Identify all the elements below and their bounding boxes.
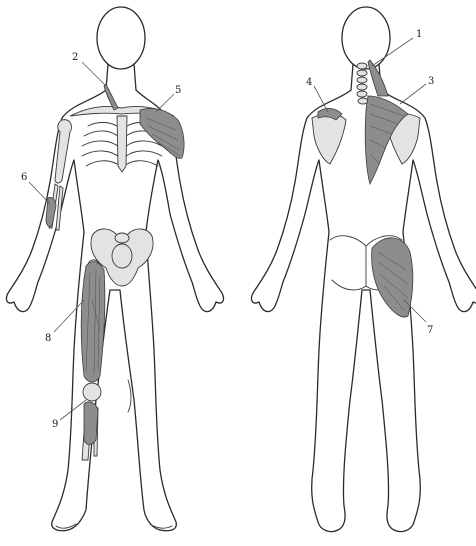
leader-4: [314, 86, 328, 112]
label-5: 5: [175, 85, 181, 96]
back-head-outline: [342, 7, 390, 69]
leader-8: [54, 300, 84, 332]
label-1: 1: [416, 29, 422, 40]
leader-1: [372, 38, 413, 66]
back-body-outline: [252, 90, 476, 532]
patella: [83, 383, 101, 401]
front-left-knee-line: [128, 380, 131, 412]
leader-3: [400, 84, 426, 104]
muscle-9-lower-leg: [84, 402, 98, 445]
leader-9: [60, 400, 86, 420]
label-8: 8: [45, 333, 51, 344]
leader-6: [29, 182, 50, 204]
label-9: 9: [52, 419, 58, 430]
muscle-8-quadriceps: [81, 262, 105, 382]
front-neck-outline: [106, 64, 136, 90]
lumbar-vertebra: [115, 233, 129, 243]
label-7: 7: [427, 325, 433, 336]
leader-2: [82, 62, 106, 86]
front-skeleton: [49, 106, 174, 460]
front-body-outline: [7, 90, 224, 531]
label-2: 2: [72, 52, 78, 63]
sternum: [117, 116, 127, 172]
muscle-7-gluteus: [372, 238, 413, 317]
label-4: 4: [306, 77, 312, 88]
label-3: 3: [428, 76, 434, 87]
label-6: 6: [21, 172, 27, 183]
front-head-outline: [97, 7, 145, 69]
leader-5: [156, 94, 174, 112]
humerus: [55, 120, 72, 183]
left-scapula: [312, 114, 346, 164]
